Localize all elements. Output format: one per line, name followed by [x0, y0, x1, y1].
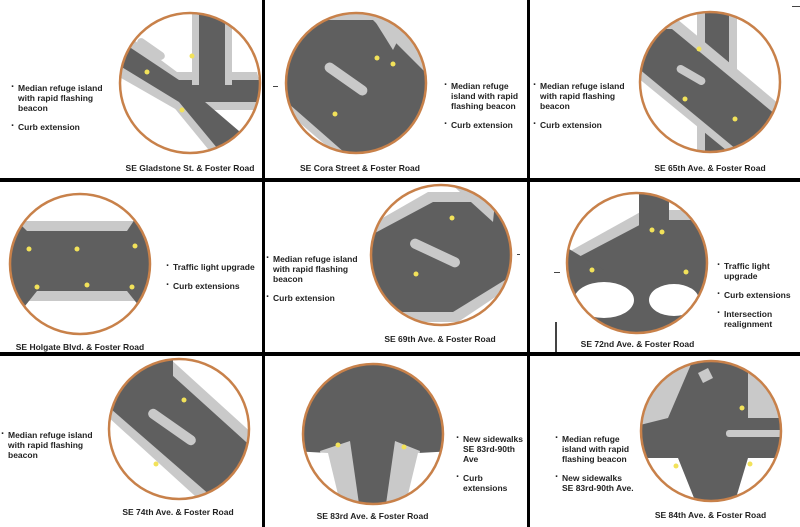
- panel-65th: Median refuge island with rapid flashing…: [530, 0, 800, 178]
- note-item: Median refuge island with rapid flashing…: [0, 429, 100, 460]
- dash-mark: [273, 86, 278, 87]
- panel-84th: Median refuge island with rapid flashing…: [530, 356, 800, 527]
- grid-divider-vertical-1: [262, 0, 265, 527]
- panel-gladstone: Median refuge island with rapid flashing…: [0, 0, 262, 178]
- intersection-diagram-83rd: [301, 362, 445, 506]
- intersection-diagram-72nd: [565, 191, 709, 335]
- dash-mark: [517, 254, 520, 255]
- caption-gladstone: SE Gladstone St. & Foster Road: [125, 163, 255, 173]
- dash-mark: [554, 272, 560, 273]
- beacon-marker: [84, 282, 90, 288]
- grid-divider-horizontal-2: [0, 352, 800, 356]
- note-item: Intersection realignment: [716, 308, 800, 329]
- beacon-marker: [747, 461, 753, 467]
- notes-83rd: New sidewalks SE 83rd-90th AveCurb exten…: [455, 433, 527, 502]
- note-item: Median refuge island with rapid flashing…: [532, 80, 632, 111]
- beacon-marker: [413, 271, 419, 277]
- beacon-marker: [696, 46, 702, 52]
- caption-69th: SE 69th Ave. & Foster Road: [384, 334, 496, 344]
- beacon-marker: [732, 116, 738, 122]
- beacon-marker: [659, 229, 665, 235]
- note-item: Curb extension: [532, 119, 632, 130]
- vertical-bar-mark: [555, 322, 557, 352]
- beacon-marker: [649, 227, 655, 233]
- intersection-diagram-69th: [369, 183, 513, 327]
- beacon-marker: [374, 55, 380, 61]
- caption-cora: SE Cora Street & Foster Road: [300, 163, 420, 173]
- caption-84th: SE 84th Ave. & Foster Road: [654, 510, 767, 520]
- notes-72nd: Traffic light upgradeCurb extensionsInte…: [716, 260, 800, 338]
- grid-divider-vertical-2: [527, 0, 530, 527]
- note-item: Median refuge island with rapid flashing…: [265, 253, 361, 284]
- caption-83rd: SE 83rd Ave. & Foster Road: [316, 511, 429, 521]
- intersection-diagram-cora: [284, 11, 428, 155]
- panel-cora: Median refuge island with rapid flashing…: [265, 0, 527, 178]
- beacon-marker: [390, 61, 396, 67]
- beacon-marker: [26, 246, 32, 252]
- grid-divider-horizontal-1: [0, 178, 800, 182]
- beacon-marker: [153, 461, 159, 467]
- intersection-diagram-84th: [639, 359, 783, 503]
- beacon-marker: [673, 463, 679, 469]
- beacon-marker: [683, 269, 689, 275]
- beacon-marker: [449, 215, 455, 221]
- note-item: Median refuge island with rapid flashing…: [554, 433, 644, 464]
- beacon-marker: [74, 246, 80, 252]
- note-item: Curb extensions: [455, 472, 527, 493]
- beacon-marker: [129, 284, 135, 290]
- note-item: Curb extensions: [165, 280, 262, 291]
- beacon-marker: [739, 405, 745, 411]
- notes-74th: Median refuge island with rapid flashing…: [0, 429, 100, 469]
- note-item: Median refuge island with rapid flashing…: [443, 80, 527, 111]
- panel-72nd: Traffic light upgradeCurb extensionsInte…: [530, 182, 800, 352]
- beacon-marker: [335, 442, 341, 448]
- beacon-marker: [589, 267, 595, 273]
- panel-69th: Median refuge island with rapid flashing…: [265, 182, 527, 352]
- panel-83rd: New sidewalks SE 83rd-90th AveCurb exten…: [265, 356, 527, 527]
- panel-74th: Median refuge island with rapid flashing…: [0, 356, 262, 527]
- note-item: New sidewalks SE 83rd-90th Ave.: [554, 472, 644, 493]
- caption-holgate: SE Holgate Blvd. & Foster Road: [15, 342, 145, 352]
- beacon-marker: [401, 444, 407, 450]
- note-item: Curb extension: [443, 119, 527, 130]
- note-item: Median refuge island with rapid flashing…: [10, 82, 120, 113]
- note-item: Curb extension: [10, 121, 120, 132]
- beacon-marker: [144, 69, 150, 75]
- notes-84th: Median refuge island with rapid flashing…: [554, 433, 644, 502]
- note-item: Curb extensions: [716, 289, 800, 300]
- note-item: Traffic light upgrade: [165, 261, 262, 272]
- beacon-marker: [132, 243, 138, 249]
- beacon-marker: [682, 96, 688, 102]
- intersection-diagram-holgate: [8, 192, 152, 336]
- caption-72nd: SE 72nd Ave. & Foster Road: [580, 339, 695, 349]
- note-item: Curb extension: [265, 292, 361, 303]
- notes-cora: Median refuge island with rapid flashing…: [443, 80, 527, 139]
- note-item: New sidewalks SE 83rd-90th Ave: [455, 433, 527, 464]
- caption-65th: SE 65th Ave. & Foster Road: [654, 163, 766, 173]
- notes-gladstone: Median refuge island with rapid flashing…: [10, 82, 120, 141]
- beacon-marker: [179, 107, 185, 113]
- beacon-marker: [181, 397, 187, 403]
- dash-mark: [792, 6, 800, 7]
- notes-69th: Median refuge island with rapid flashing…: [265, 253, 361, 312]
- beacon-marker: [332, 111, 338, 117]
- intersection-diagram-65th: [638, 10, 782, 154]
- panel-holgate: Traffic light upgradeCurb extensions SE …: [0, 182, 262, 352]
- beacon-marker: [189, 53, 195, 59]
- note-item: Traffic light upgrade: [716, 260, 800, 281]
- notes-65th: Median refuge island with rapid flashing…: [532, 80, 632, 139]
- beacon-marker: [34, 284, 40, 290]
- caption-74th: SE 74th Ave. & Foster Road: [122, 507, 234, 517]
- intersection-diagram-74th: [107, 357, 251, 501]
- intersection-diagram-gladstone: [118, 11, 262, 155]
- notes-holgate: Traffic light upgradeCurb extensions: [165, 261, 262, 300]
